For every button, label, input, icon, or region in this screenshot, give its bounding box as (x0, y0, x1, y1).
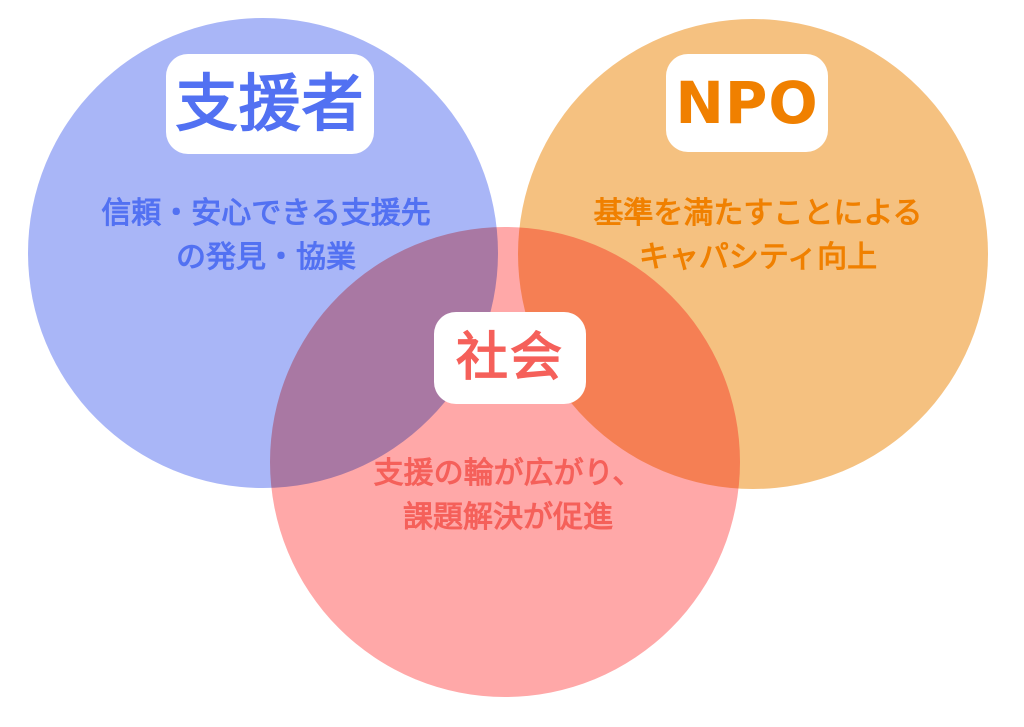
label-supporter: 支援者 (166, 54, 374, 154)
label-supporter-text: 支援者 (175, 67, 365, 140)
circle-society[interactable] (270, 227, 740, 697)
label-society-text: 社会 (455, 328, 564, 388)
label-npo-text: NPO (675, 69, 819, 137)
description-society: 支援の輪が広がり、 課題解決が促進 (373, 456, 643, 535)
description-supporter: 信頼・安心できる支援先 の発見・協業 (101, 196, 431, 275)
label-npo: NPO (666, 54, 828, 152)
description-npo: 基準を満たすことによる キャパシティ向上 (593, 196, 923, 275)
label-society: 社会 (434, 312, 586, 404)
